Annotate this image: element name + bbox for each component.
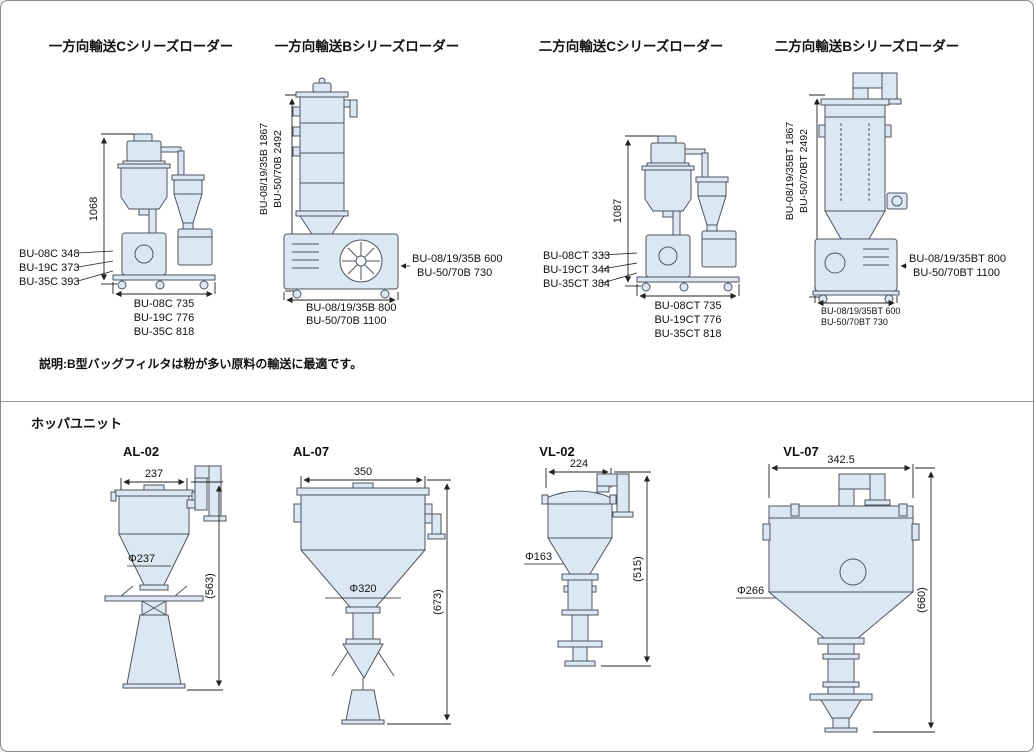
loader2-bottom-dim-1: BU-08/19/35B 800 xyxy=(306,302,397,314)
hopper-vl02-top-dim: 224 xyxy=(570,458,588,470)
loader3-left-dim-3: BU-35CT 384 xyxy=(543,278,610,290)
loader-section: 一方向輸送Cシリーズローダー 一方向輸送Bシリーズローダー 二方向輸送Cシリーズ… xyxy=(1,1,1033,401)
section-divider xyxy=(1,401,1033,402)
loader4-bottom-dim-2: BU-50/70BT 730 xyxy=(821,317,888,327)
loader-note: 説明:B型バッグフィルタは粉が多い原料の輸送に最適です。 xyxy=(39,356,362,371)
hopper-al07-drawing: AL-07 350 Φ320 xyxy=(293,444,451,725)
hopper-vl07-diameter: Φ266 xyxy=(737,585,764,597)
loader2-bottom-dim-2: BU-50/70B 1100 xyxy=(306,315,387,327)
hopper-al02-diameter: Φ237 xyxy=(128,553,155,565)
one-way-b-loader-drawing: BU-08/19/35B 1867 BU-50/70B 2492 BU-08/1… xyxy=(258,77,503,327)
loader3-left-dim-1: BU-08CT 333 xyxy=(543,250,610,262)
loader2-vertical-dim-1: BU-08/19/35B 1867 xyxy=(258,123,270,215)
loader1-bottom-dim-3: BU-35C 818 xyxy=(134,326,195,338)
loader4-right-dim-1: BU-08/19/35BT 800 xyxy=(909,253,1006,265)
hopper-section: ホッパユニット AL-02 237 Φ237 xyxy=(1,402,1033,751)
loader1-bottom-dim-1: BU-08C 735 xyxy=(134,298,195,310)
hopper-section-title: ホッパユニット xyxy=(31,416,122,431)
loader3-height-dim: 1087 xyxy=(612,199,624,223)
hopper-vl07-height-dim: (660) xyxy=(916,587,928,613)
loader4-title: 二方向輸送Bシリーズローダー xyxy=(775,38,960,54)
two-way-c-loader-drawing: 1087 BU-08CT 333 BU-19CT 344 BU-35CT 384… xyxy=(543,136,739,340)
hopper-al07-diameter: Φ320 xyxy=(349,583,376,595)
hopper-vl02-diameter: Φ163 xyxy=(525,551,552,563)
loader1-bottom-dim-2: BU-19C 776 xyxy=(134,312,195,324)
hopper-al02-top-dim: 237 xyxy=(145,468,163,480)
hopper-al07-name: AL-07 xyxy=(293,444,329,459)
hopper-vl02-height-dim: (515) xyxy=(632,556,644,582)
loader1-title: 一方向輸送Cシリーズローダー xyxy=(49,38,234,54)
loader3-bottom-dim-2: BU-19CT 776 xyxy=(654,314,721,326)
loader3-title: 二方向輸送Cシリーズローダー xyxy=(539,38,724,54)
hopper-vl07-name: VL-07 xyxy=(783,444,818,459)
hopper-al02-name: AL-02 xyxy=(123,444,159,459)
loader1-left-dim-2: BU-19C 373 xyxy=(19,262,80,274)
loader4-vertical-dim-1: BU-08/19/35BT 1867 xyxy=(784,122,796,221)
hopper-al02-drawing: AL-02 237 Φ237 xyxy=(104,444,227,691)
loader3-left-dim-2: BU-19CT 344 xyxy=(543,264,610,276)
loader2-right-dim-1: BU-08/19/35B 600 xyxy=(412,253,503,265)
hopper-vl02-name: VL-02 xyxy=(539,444,574,459)
loader3-bottom-dim-3: BU-35CT 818 xyxy=(654,328,721,340)
loader4-bottom-dim-1: BU-08/19/35BT 600 xyxy=(821,306,900,316)
loader1-height-dim: 1068 xyxy=(88,197,100,221)
one-way-c-loader-drawing: 1068 BU-08C 348 BU-19C 373 BU-35C 393 BU… xyxy=(19,134,215,338)
hopper-vl07-top-dim: 342.5 xyxy=(827,454,855,466)
loader4-right-dim-2: BU-50/70BT 1100 xyxy=(913,267,1000,279)
hopper-al02-height-dim: (563) xyxy=(204,573,216,599)
two-way-b-loader-drawing: BU-08/19/35BT 1867 BU-50/70BT 2492 BU-08… xyxy=(784,72,1006,327)
loader1-left-dim-1: BU-08C 348 xyxy=(19,248,80,260)
loader2-right-dim-2: BU-50/70B 730 xyxy=(417,267,492,279)
hopper-vl07-drawing: VL-07 342.5 Φ266 xyxy=(736,444,935,733)
loader3-bottom-dim-1: BU-08CT 735 xyxy=(654,300,721,312)
hopper-al07-height-dim: (673) xyxy=(432,589,444,615)
hopper-vl02-drawing: VL-02 224 Φ163 xyxy=(524,444,651,667)
loader2-title: 一方向輸送Bシリーズローダー xyxy=(275,38,460,54)
hopper-al07-top-dim: 350 xyxy=(354,466,372,478)
loader4-vertical-dim-2: BU-50/70BT 2492 xyxy=(798,129,810,213)
hopper-diagrams-canvas: ホッパユニット AL-02 237 Φ237 xyxy=(31,416,935,733)
loader-diagrams-canvas: 一方向輸送Cシリーズローダー 一方向輸送Bシリーズローダー 二方向輸送Cシリーズ… xyxy=(19,38,1006,371)
loader1-left-dim-3: BU-35C 393 xyxy=(19,276,80,288)
loader2-vertical-dim-2: BU-50/70B 2492 xyxy=(272,130,284,208)
